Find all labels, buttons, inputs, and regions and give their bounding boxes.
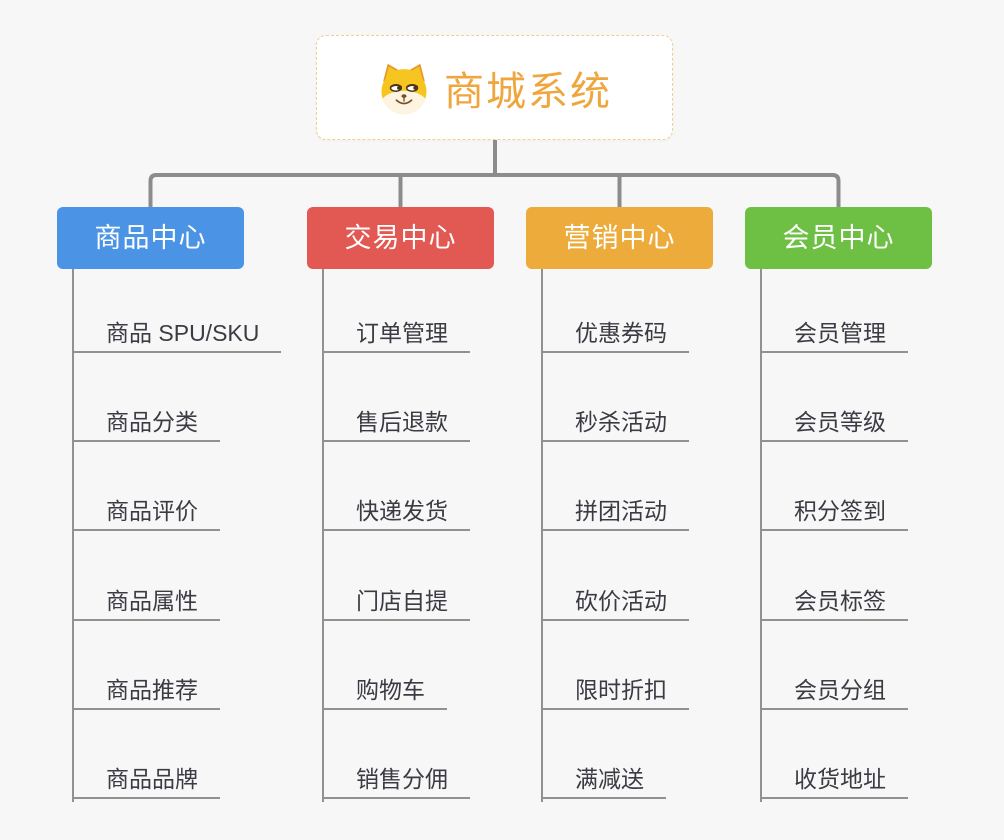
leaf-node-store-pickup[interactable]: 门店自提 [322,587,470,621]
branch-node-product-center[interactable]: 商品中心 [57,207,244,269]
leaf-node-product-category[interactable]: 商品分类 [72,408,220,442]
leaf-node-member-level[interactable]: 会员等级 [760,408,908,442]
leaf-node-order-management[interactable]: 订单管理 [322,319,470,353]
leaf-node-sales-commission[interactable]: 销售分佣 [322,765,470,799]
doge-icon [381,63,427,114]
branch-spine-line [72,269,74,802]
leaf-node-product-brand[interactable]: 商品品牌 [72,765,220,799]
leaf-node-bargain-activity[interactable]: 砍价活动 [541,587,689,621]
leaf-node-express-delivery[interactable]: 快递发货 [322,497,470,531]
leaf-node-group-buy[interactable]: 拼团活动 [541,497,689,531]
leaf-node-member-group[interactable]: 会员分组 [760,676,908,710]
leaf-node-after-sale-refund[interactable]: 售后退款 [322,408,470,442]
branch-rail-line [148,173,841,210]
branch-spine-line [541,269,543,802]
leaf-node-coupon-code[interactable]: 优惠券码 [541,319,689,353]
branch-spine-line [322,269,324,802]
leaf-node-points-checkin[interactable]: 积分签到 [760,497,908,531]
branch-node-member-center[interactable]: 会员中心 [745,207,932,269]
leaf-node-member-tag[interactable]: 会员标签 [760,587,908,621]
branch-spine-line [760,269,762,802]
branch-node-trade-center[interactable]: 交易中心 [307,207,494,269]
leaf-node-product-attribute[interactable]: 商品属性 [72,587,220,621]
leaf-node-product-spu-sku[interactable]: 商品 SPU/SKU [72,319,282,353]
root-title: 商城系统 [444,69,612,114]
leaf-node-shopping-cart[interactable]: 购物车 [322,676,447,710]
leaf-node-limited-time-discount[interactable]: 限时折扣 [541,676,689,710]
root-node[interactable]: 商城系统 [316,35,673,140]
leaf-node-member-management[interactable]: 会员管理 [760,319,908,353]
leaf-node-full-reduction[interactable]: 满减送 [541,765,666,799]
branch-node-marketing-center[interactable]: 营销中心 [526,207,713,269]
leaf-node-product-review[interactable]: 商品评价 [72,497,220,531]
leaf-node-flash-sale[interactable]: 秒杀活动 [541,408,689,442]
leaf-node-product-recommend[interactable]: 商品推荐 [72,676,220,710]
leaf-node-shipping-address[interactable]: 收货地址 [760,765,908,799]
